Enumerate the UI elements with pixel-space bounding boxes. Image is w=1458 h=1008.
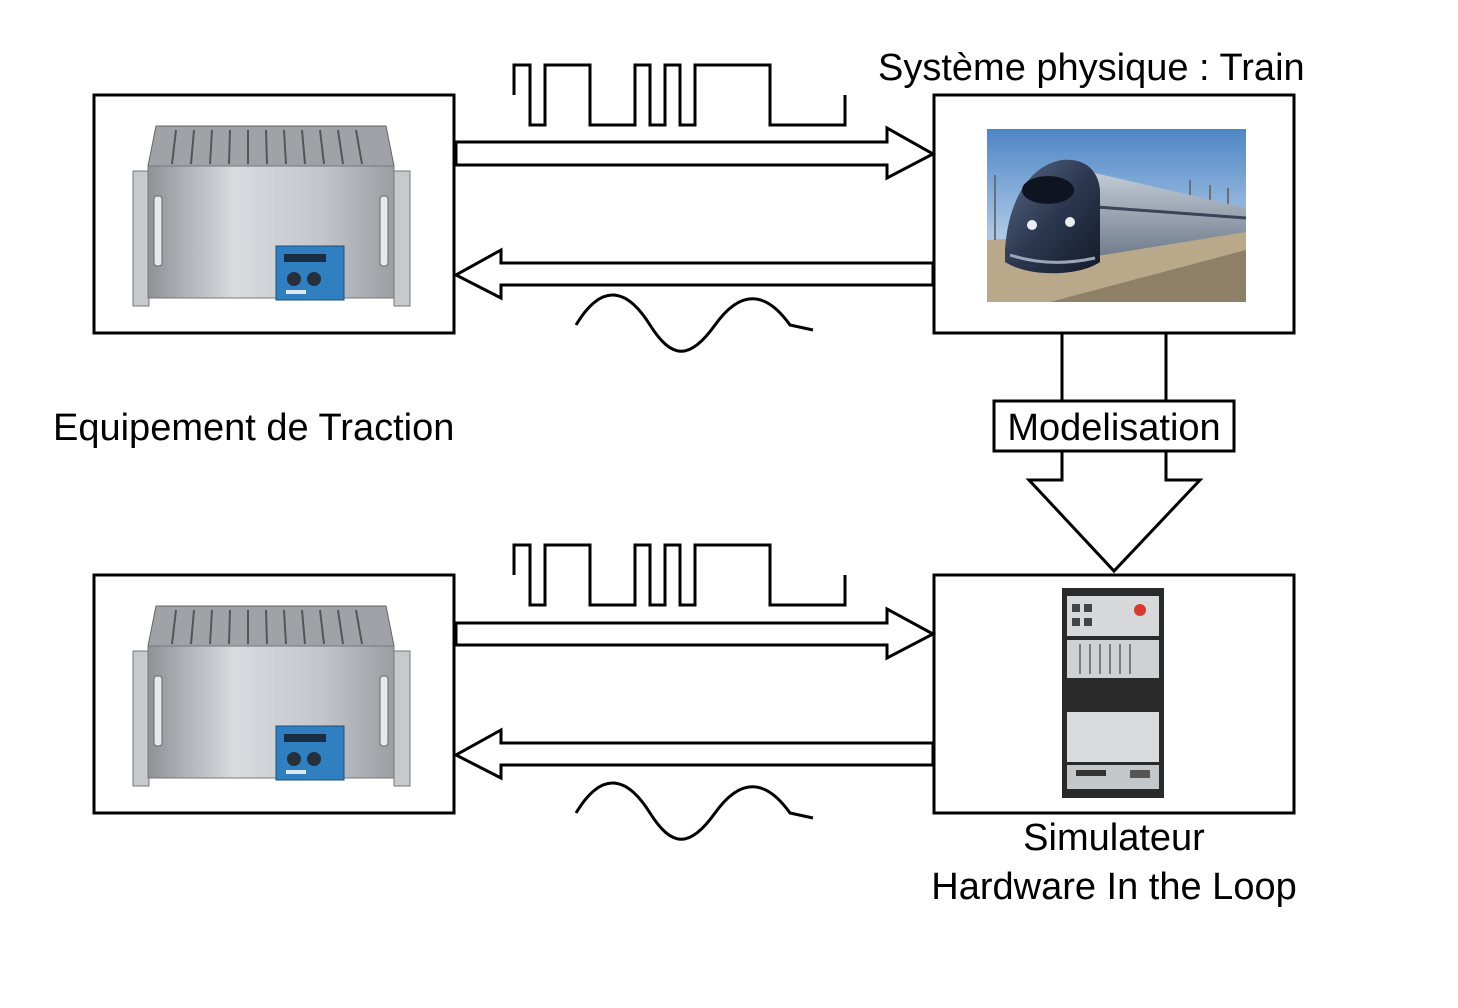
arrow-left-top: [452, 247, 935, 301]
modelisation-arrow: [1025, 333, 1204, 574]
train-system-label: Système physique : Train: [878, 47, 1305, 89]
traction-cabinet-image-top: [132, 125, 411, 307]
analog-signal-wave-top: [574, 293, 814, 353]
arrow-right-top: [454, 125, 937, 181]
digital-signal-wave-top: [512, 63, 847, 127]
arrow-right-bottom: [454, 606, 937, 661]
traction-cabinet-image-bottom: [132, 605, 411, 787]
simulator-label-line2: Hardware In the Loop: [931, 866, 1296, 908]
analog-signal-wave-bottom: [574, 781, 814, 841]
hil-rack-photo: [1062, 588, 1164, 798]
digital-signal-wave-bottom: [512, 543, 847, 607]
modelisation-label: Modelisation: [1007, 407, 1220, 449]
simulator-label-line1: Simulateur: [1023, 817, 1205, 859]
arrow-left-bottom: [452, 727, 935, 781]
train-photo: [987, 129, 1247, 302]
traction-equipment-label: Equipement de Traction: [53, 407, 454, 449]
modelisation-label-box: [992, 399, 1236, 453]
